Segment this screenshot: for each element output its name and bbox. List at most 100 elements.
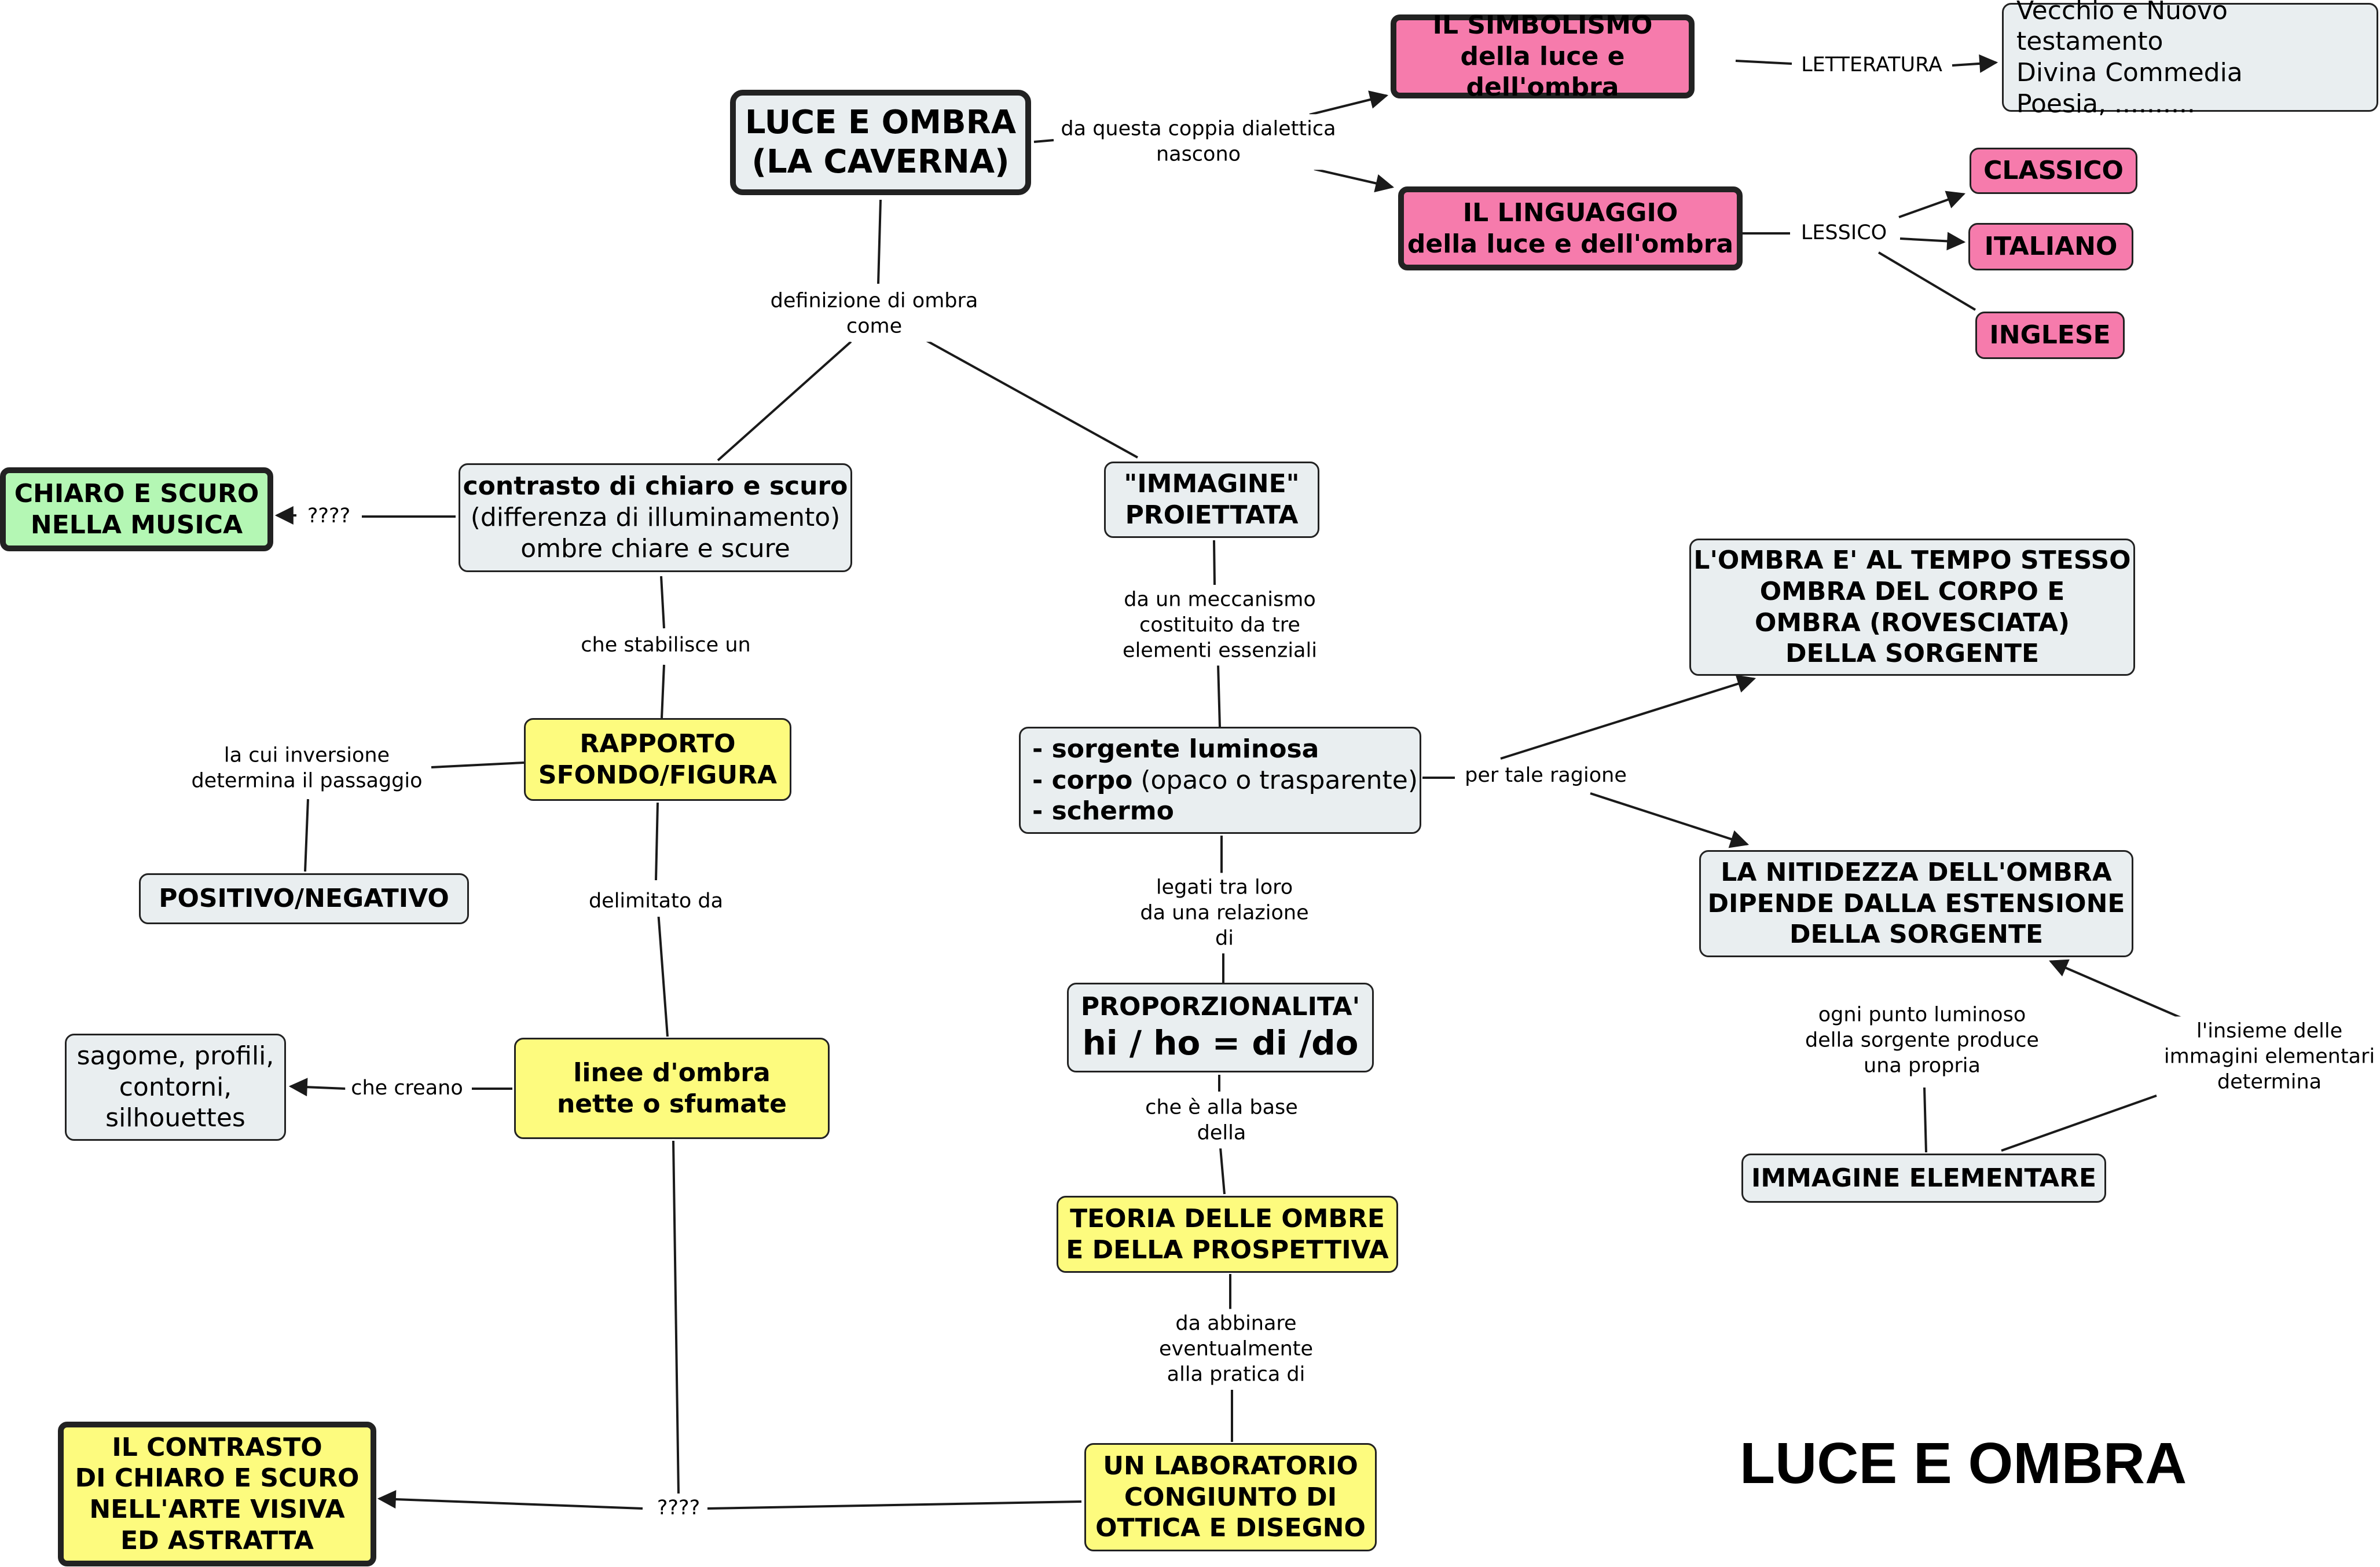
label-che-e-2: della — [1197, 1121, 1246, 1144]
edge-center-definizione — [877, 199, 882, 284]
node-inglese[interactable]: INGLESE — [1975, 312, 2125, 359]
node-sorgente-corpo-schermo[interactable]: - sorgente luminosa - corpo (opaco o tra… — [1019, 727, 1421, 834]
node-luce-ombra-caverna[interactable]: LUCE E OMBRA (LA CAVERNA) — [730, 90, 1031, 195]
node-rapporto-line2: SFONDO/FIGURA — [538, 760, 778, 790]
label-che-stabilisce-text: che stabilisce un — [581, 634, 751, 657]
node-sagome-line1: sagome, profili, — [76, 1041, 274, 1071]
node-proporzionalita-line1: PROPORZIONALITA' — [1080, 992, 1360, 1022]
node-elementare-label: IMMAGINE ELEMENTARE — [1751, 1163, 2097, 1193]
edge-chee-teoria — [1219, 1147, 1226, 1195]
node-letteratura-list[interactable]: Vecchio e Nuovo testamento Divina Commed… — [2002, 0, 2378, 119]
node-musica-line2: NELLA MUSICA — [30, 510, 243, 540]
label-delimitato: delimitato da — [582, 887, 729, 917]
label-letteratura: LETTERATURA — [1795, 50, 1948, 80]
label-legati-2: da una relazione — [1140, 901, 1309, 925]
node-sorgente-line1: - sorgente luminosa — [1032, 734, 1319, 765]
label-da-questa-1: da questa coppia dialettica — [1061, 117, 1336, 141]
label-per-tale-ragione: per tale ragione — [1459, 761, 1633, 791]
node-chiaro-scuro-musica[interactable]: CHIARO E SCURO NELLA MUSICA — [0, 467, 273, 551]
label-legati-1: legati tra loro — [1156, 876, 1293, 899]
node-sorgente-bold1: - sorgente luminosa — [1032, 734, 1319, 764]
node-musica-line1: CHIARO E SCURO — [14, 478, 259, 508]
node-center-line2: (LA CAVERNA) — [751, 143, 1010, 181]
node-arte-line1: IL CONTRASTO — [112, 1432, 322, 1462]
node-immagine-proiettata[interactable]: "IMMAGINE" PROIETTATA — [1104, 462, 1319, 538]
label-meccanismo-1: da un meccanismo — [1124, 588, 1316, 612]
node-contrasto-line1: contrasto di chiaro e scuro — [463, 471, 848, 501]
node-sorgente-bold3: - schermo — [1032, 796, 1174, 826]
node-linee-line2: nette o sfumate — [556, 1089, 787, 1119]
node-ombracorpo-line4: DELLA SORGENTE — [1785, 639, 2040, 669]
node-contrasto-arte[interactable]: IL CONTRASTO DI CHIARO E SCURO NELL'ARTE… — [58, 1422, 376, 1566]
label-letteratura-text: LETTERATURA — [1801, 53, 1942, 77]
edge-lessico-italiano — [1899, 232, 1966, 251]
node-nitidezza-line1: LA NITIDEZZA DELL'OMBRA — [1721, 857, 2112, 887]
edge-lacui-positivo — [304, 799, 309, 872]
node-laboratorio[interactable]: UN LABORATORIO CONGIUNTO DI OTTICA E DIS… — [1084, 1443, 1377, 1551]
edge-delimitato-linee — [657, 911, 669, 1037]
label-delimitato-text: delimitato da — [588, 889, 724, 913]
label-insieme: l'insieme delle immagini elementari dete… — [2158, 1016, 2380, 1097]
label-abbinare-3: alla pratica di — [1167, 1362, 1305, 1386]
node-simbolismo-line1: IL SIMBOLISMO — [1432, 10, 1653, 40]
node-sagome[interactable]: sagome, profili, contorni, silhouettes — [65, 1034, 286, 1141]
label-legati-3: di — [1215, 926, 1234, 950]
label-abbinare-1: da abbinare — [1175, 1312, 1297, 1335]
edge-rapporto-lacui — [431, 761, 525, 768]
node-teoria-line1: TEORIA DELLE OMBRE — [1070, 1203, 1385, 1233]
node-arte-line4: ED ASTRATTA — [120, 1525, 314, 1555]
label-insieme-2: immagini elementari — [2163, 1045, 2375, 1068]
label-la-cui-1: la cui inversione — [223, 744, 390, 767]
node-immagine-line2: PROIETTATA — [1125, 500, 1299, 530]
node-letteratura-line2: Divina Commedia — [2016, 58, 2243, 87]
label-che-stabilisce: che stabilisce un — [575, 631, 757, 661]
node-ombracorpo-line1: L'OMBRA E' AL TEMPO STESSO — [1693, 545, 2131, 576]
label-per-tale-text: per tale ragione — [1465, 764, 1627, 788]
label-da-questa: da questa coppia dialettica nascono — [1055, 114, 1342, 170]
node-positivo-negativo[interactable]: POSITIVO/NEGATIVO — [139, 873, 469, 924]
node-contrasto[interactable]: contrasto di chiaro e scuro (differenza … — [459, 463, 852, 572]
edge-daquesta-simbolismo — [1309, 90, 1389, 116]
node-proporzionalita[interactable]: PROPORZIONALITA' hi / ho = di /do — [1067, 983, 1374, 1072]
label-ogni-punto-3: una propria — [1864, 1053, 1981, 1077]
node-ombra-corpo-sorgente[interactable]: L'OMBRA E' AL TEMPO STESSO OMBRA DEL COR… — [1689, 539, 2135, 676]
label-q-musica-text: ???? — [307, 504, 351, 528]
node-sagome-line2: contorni, — [119, 1072, 232, 1102]
label-la-cui-inversione: la cui inversione determina il passaggio — [185, 741, 428, 796]
node-arte-line3: NELL'ARTE VISIVA — [89, 1495, 345, 1524]
node-sorgente-line2: - corpo (opaco o trasparente) — [1032, 765, 1418, 796]
node-arte-line2: DI CHIARO E SCURO — [75, 1463, 360, 1493]
node-letteratura-line3: Poesia, .......... — [2016, 89, 2195, 119]
edge-elementare-insieme — [2001, 1094, 2157, 1152]
label-che-creano-text: che creano — [351, 1077, 463, 1100]
label-da-un-meccanismo: da un meccanismo costituito da tre eleme… — [1117, 585, 1323, 666]
node-linguaggio[interactable]: IL LINGUAGGIO della luce e dell'ombra — [1398, 186, 1743, 270]
node-italiano[interactable]: ITALIANO — [1968, 223, 2133, 270]
node-teoria[interactable]: TEORIA DELLE OMBRE E DELLA PROSPETTIVA — [1057, 1196, 1398, 1273]
node-italiano-label: ITALIANO — [1984, 232, 2118, 262]
edge-creano-sagome — [288, 1078, 346, 1097]
edge-daquesta-linguaggio — [1314, 168, 1395, 193]
edge-linee-qarte — [672, 1140, 680, 1495]
edge-meccanismo-sorgente — [1217, 664, 1221, 727]
node-sorgente-bold2: - corpo — [1032, 765, 1133, 795]
label-definizione-1: definizione di ombra — [770, 289, 978, 313]
node-simbolismo[interactable]: IL SIMBOLISMO della luce e dell'ombra — [1391, 10, 1695, 102]
node-linee-ombra[interactable]: linee d'ombra nette o sfumate — [514, 1038, 830, 1139]
edge-pertale-ombracorpo — [1500, 675, 1756, 760]
node-proporzionalita-formula: hi / ho = di /do — [1082, 1023, 1359, 1063]
label-insieme-1: l'insieme delle — [2196, 1019, 2343, 1043]
node-laboratorio-line1: UN LABORATORIO — [1103, 1451, 1358, 1481]
node-nitidezza[interactable]: LA NITIDEZZA DELL'OMBRA DIPENDE DALLA ES… — [1699, 850, 2133, 957]
edge-qarte-arte — [377, 1490, 643, 1510]
node-immagine-elementare[interactable]: IMMAGINE ELEMENTARE — [1741, 1154, 2106, 1203]
node-classico[interactable]: CLASSICO — [1970, 148, 2137, 194]
edge-rapporto-delimitato — [655, 802, 659, 881]
node-rapporto[interactable]: RAPPORTO SFONDO/FIGURA — [524, 718, 791, 801]
node-ombracorpo-line2: OMBRA DEL CORPO E — [1759, 576, 2065, 606]
edge-definizione-contrasto — [717, 341, 852, 462]
node-laboratorio-line3: OTTICA E DISEGNO — [1095, 1513, 1366, 1543]
node-center-line1: LUCE E OMBRA — [745, 103, 1017, 141]
node-ombracorpo-line3: OMBRA (ROVESCIATA) — [1754, 607, 2070, 638]
